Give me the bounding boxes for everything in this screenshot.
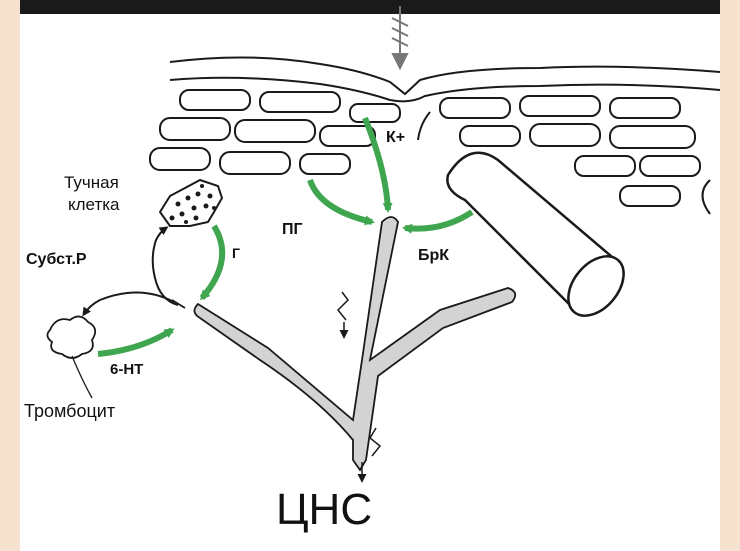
histamine-arrow <box>202 226 222 298</box>
potassium-arrow <box>365 118 388 210</box>
platelet-icon <box>47 316 95 358</box>
tissue-damage-arrow-icon <box>392 6 408 68</box>
nerve-impulse-icon <box>338 292 348 336</box>
prostaglandins-label: ПГ <box>282 222 303 238</box>
mast-cell-icon <box>160 180 222 226</box>
mast-cell-label-line1: Тучная <box>64 174 119 191</box>
serotonin-label: 6-НТ <box>110 362 143 377</box>
bradykinin-label: БрК <box>418 248 449 264</box>
nociception-diagram <box>20 0 720 551</box>
substance-p-arrow-to-platelet <box>84 292 174 314</box>
histamine-label: Г <box>232 246 240 260</box>
header-band <box>20 0 720 14</box>
platelet-label-leader <box>72 356 92 398</box>
platelet-label: Тромбоцит <box>24 402 115 420</box>
skin-tissue-layers <box>150 57 720 214</box>
substance-p-label: Субст.P <box>26 252 87 268</box>
mast-cell-label-line2: клетка <box>68 196 120 213</box>
potassium-label: К+ <box>386 130 405 146</box>
substance-p-arrow-to-mast-cell <box>153 228 178 305</box>
bradykinin-arrow <box>405 212 472 229</box>
cns-label: ЦНС <box>276 488 372 532</box>
diagram-canvas: Тучная клетка Субст.P 6-НТ Тромбоцит Г П… <box>20 0 720 551</box>
prostaglandin-arrow <box>310 180 372 222</box>
serotonin-arrow <box>98 330 172 354</box>
